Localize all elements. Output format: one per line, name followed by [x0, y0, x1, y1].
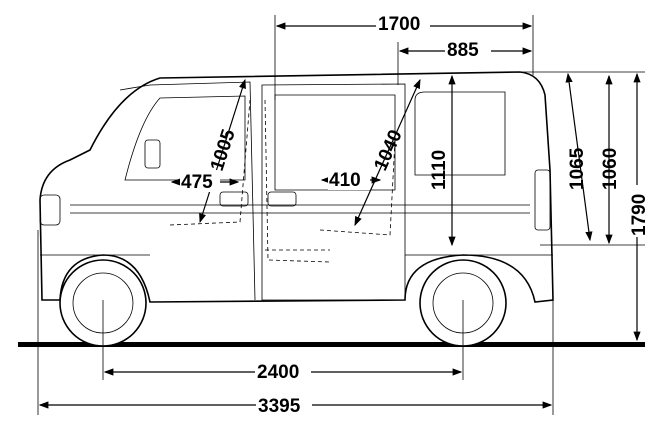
dim-1700: 1700: [378, 14, 420, 35]
dim-2400: 2400: [257, 362, 299, 383]
dim-1790: 1790: [629, 194, 650, 236]
ground-line: [18, 342, 645, 347]
dim-1110: 1110: [429, 150, 450, 190]
extension-lines: [37, 15, 645, 415]
dim-1065: 1065: [567, 147, 588, 190]
dim-885: 885: [447, 40, 479, 61]
dim-3395: 3395: [258, 396, 301, 417]
dim-1060: 1060: [600, 148, 621, 190]
dim-410: 410: [329, 170, 361, 191]
dim-475: 475: [181, 172, 213, 193]
